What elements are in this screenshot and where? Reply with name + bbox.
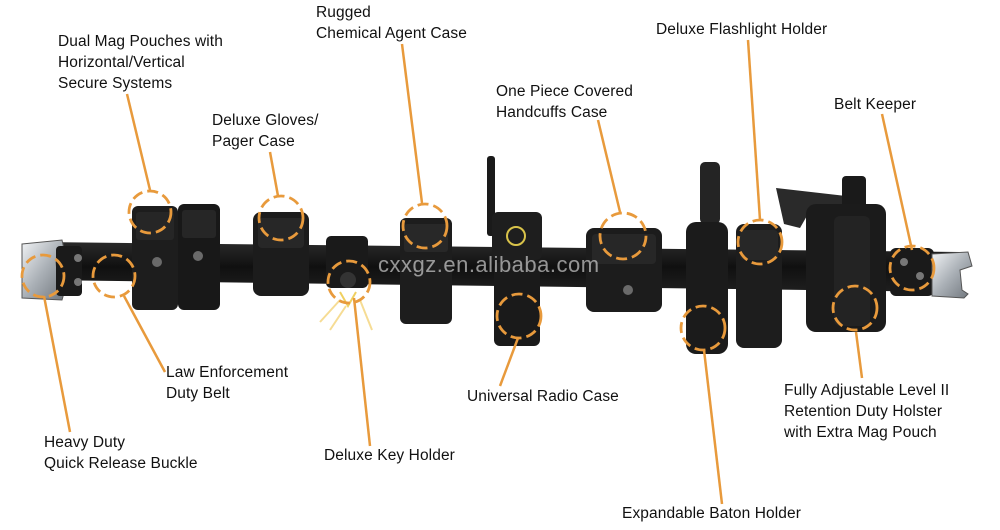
label-dual-mag-pouches: Dual Mag Pouches with Horizontal/Vertica…	[58, 33, 223, 92]
label-flashlight-holder: Deluxe Flashlight Holder	[656, 21, 828, 38]
label-handcuffs-case: One Piece Covered Handcuffs Case	[496, 83, 633, 121]
label-belt-keeper: Belt Keeper	[834, 96, 917, 113]
label-duty-holster: Fully Adjustable Level II Retention Duty…	[784, 382, 950, 441]
label-chemical-agent-case: Rugged Chemical Agent Case	[316, 4, 467, 42]
label-gloves-pager-case: Deluxe Gloves/ Pager Case	[212, 112, 319, 150]
label-key-holder: Deluxe Key Holder	[324, 447, 455, 464]
baton-holder	[686, 162, 728, 354]
gloves-pager-case	[253, 212, 309, 296]
belt-keeper	[890, 248, 973, 299]
label-duty-belt: Law Enforcement Duty Belt	[166, 364, 289, 402]
watermark-text: cxxgz.en.alibaba.com	[378, 252, 600, 277]
dual-mag-pouches	[132, 204, 220, 310]
callout-circles	[20, 189, 936, 352]
flashlight-holder	[736, 224, 782, 348]
radio-case	[487, 156, 542, 346]
label-radio-case: Universal Radio Case	[467, 388, 619, 405]
leader-lines	[42, 39, 914, 505]
label-quick-release-buckle: Heavy Duty Quick Release Buckle	[44, 434, 198, 472]
duty-holster	[776, 176, 886, 332]
quick-release-buckle	[21, 239, 82, 301]
label-baton-holder: Expandable Baton Holder	[622, 505, 801, 522]
